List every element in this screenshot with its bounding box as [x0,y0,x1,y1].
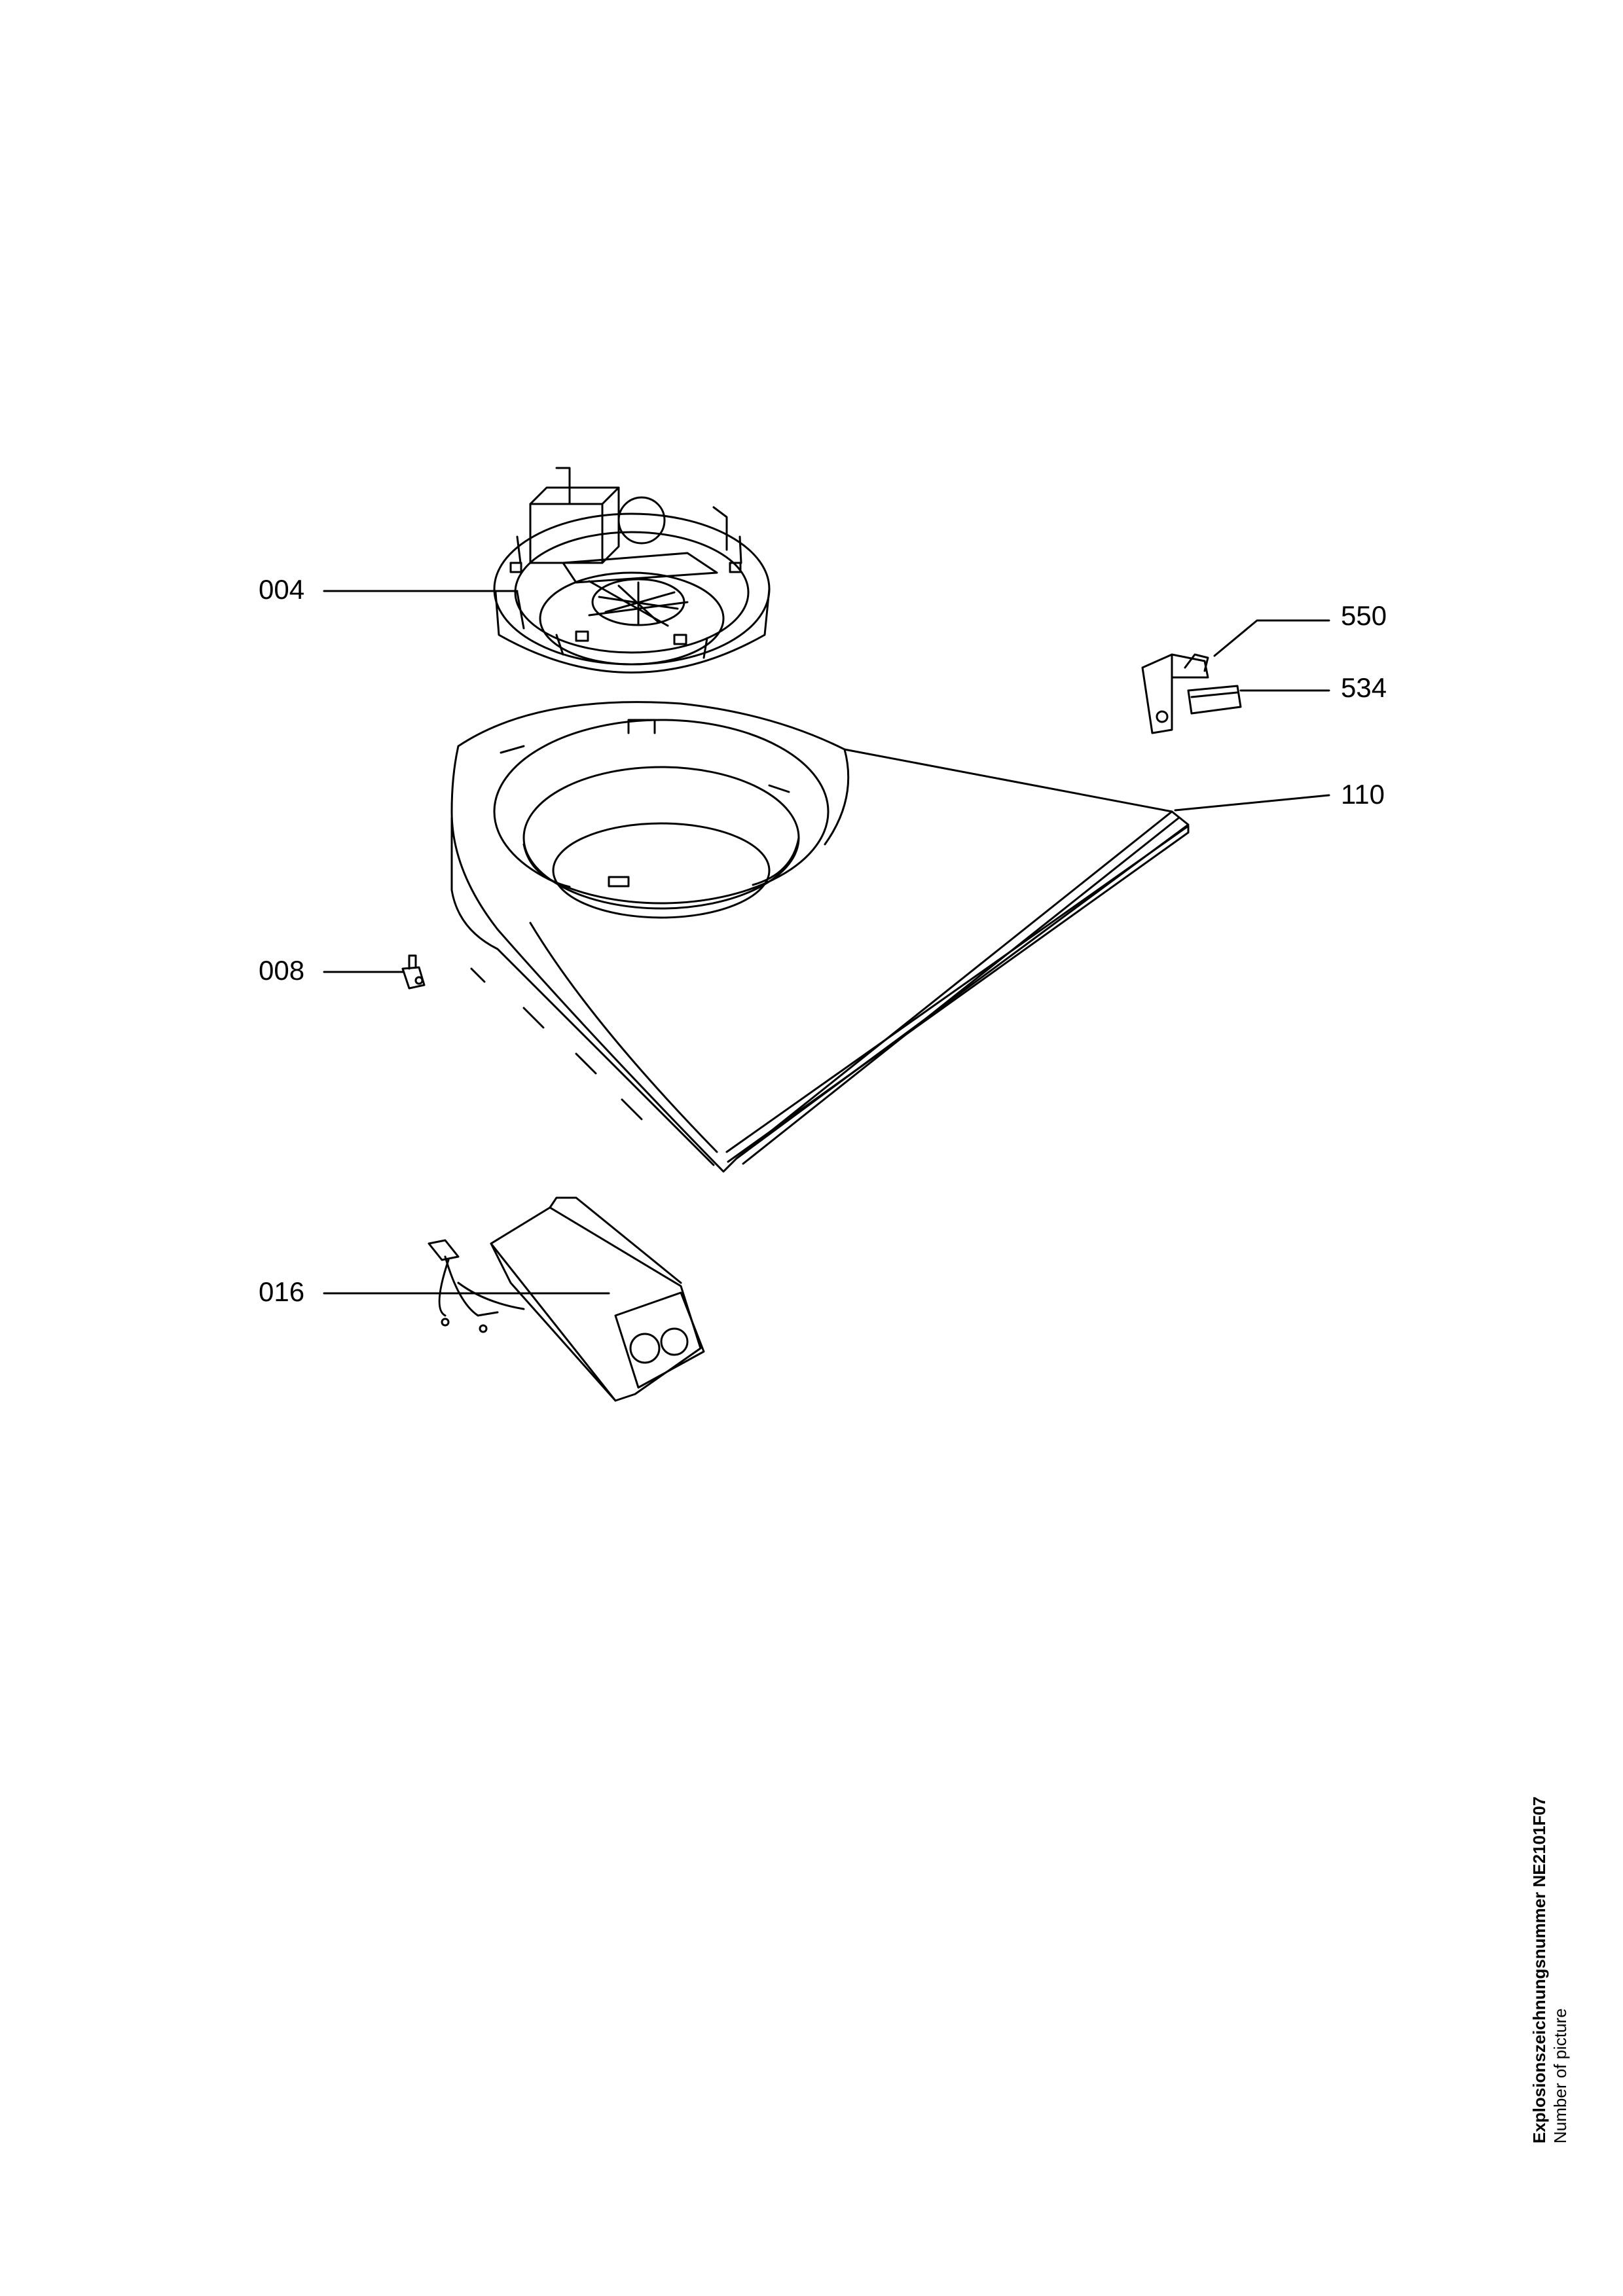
electronic-module [428,1196,705,1402]
callout-004: 004 [259,574,305,605]
callout-016: 016 [259,1276,305,1307]
fan-motor-assembly [493,467,771,673]
clip [401,954,426,990]
drawing-number: Explosionszeichnungsnummer NE2101F07 [1529,1796,1549,2144]
latch-bracket [1141,653,1242,734]
callout-008: 008 [259,955,305,986]
callout-110: 110 [1341,779,1385,810]
fan-housing-cover [450,701,1190,1173]
callout-534: 534 [1341,672,1387,703]
leader-lines [323,590,1330,1295]
drawing-caption: Number of picture [1550,2008,1570,2144]
callout-550: 550 [1341,600,1387,631]
